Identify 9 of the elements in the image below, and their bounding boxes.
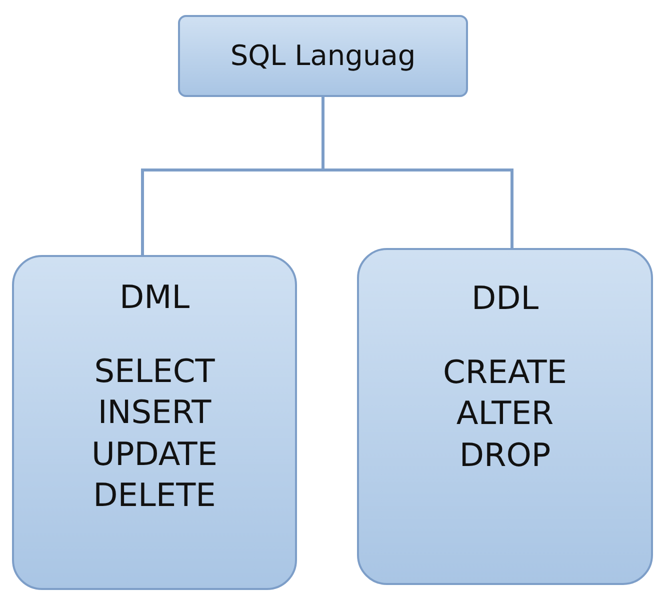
command-list: SELECT INSERT UPDATE DELETE <box>92 350 218 517</box>
box-heading: DML <box>119 277 190 318</box>
connector-line <box>322 97 514 248</box>
category-box <box>12 255 297 590</box>
command-list: CREATE ALTER DROP <box>443 352 567 476</box>
box-heading: DDL <box>471 278 539 319</box>
category-box <box>178 15 468 97</box>
box-label: SQL Languag <box>230 39 416 73</box>
category-box <box>357 248 653 585</box>
